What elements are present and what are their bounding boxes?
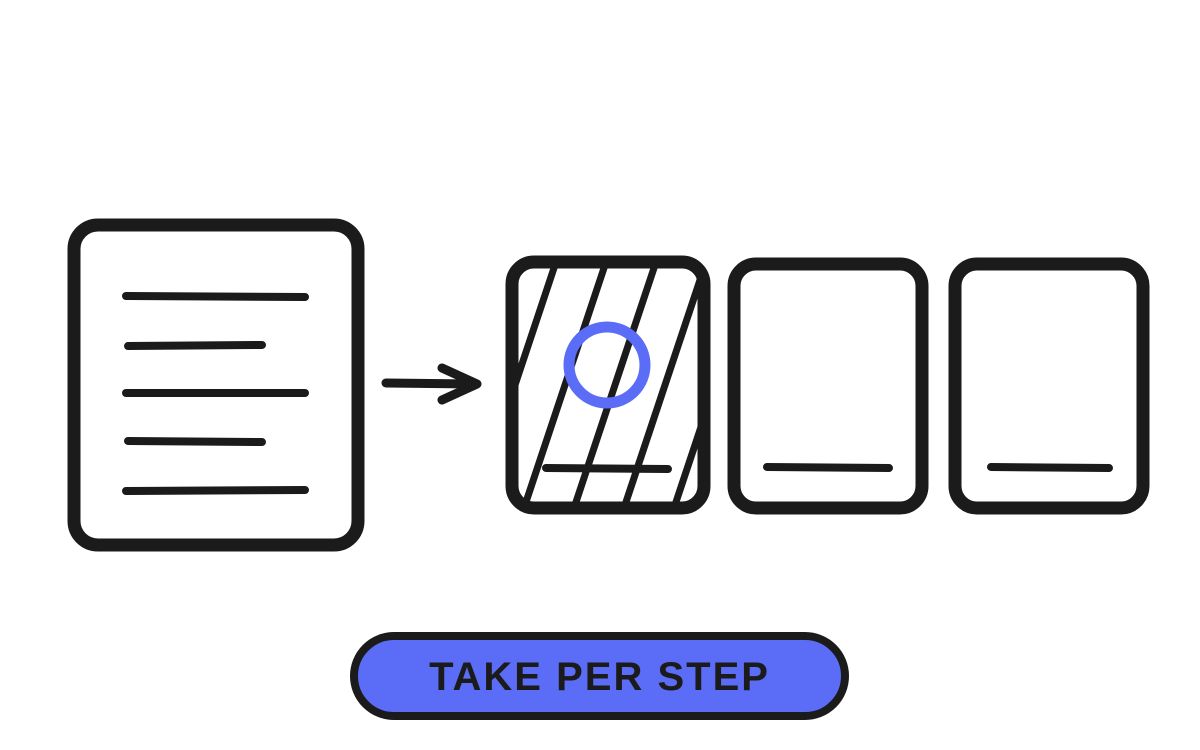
document-text-line — [124, 437, 266, 446]
document-text-line — [124, 341, 266, 350]
page-card-outline — [505, 255, 711, 515]
circle-icon — [563, 321, 651, 409]
take-per-step-button[interactable]: TAKE PER STEP — [350, 632, 849, 720]
document-icon — [67, 218, 365, 552]
page-card[interactable] — [727, 257, 929, 515]
document-text-line — [122, 486, 309, 495]
document-outline — [67, 218, 365, 552]
right-arrow-icon — [381, 363, 482, 405]
document-text-line — [122, 292, 309, 301]
card-caption-line — [987, 463, 1113, 472]
button-label: TAKE PER STEP — [429, 655, 770, 699]
page-card[interactable] — [948, 257, 1150, 515]
card-caption-line — [763, 463, 893, 472]
card-caption-line — [542, 464, 672, 473]
page-card-outline — [727, 257, 929, 515]
page-card-outline — [948, 257, 1150, 515]
page-card-selected[interactable] — [470, 250, 810, 520]
